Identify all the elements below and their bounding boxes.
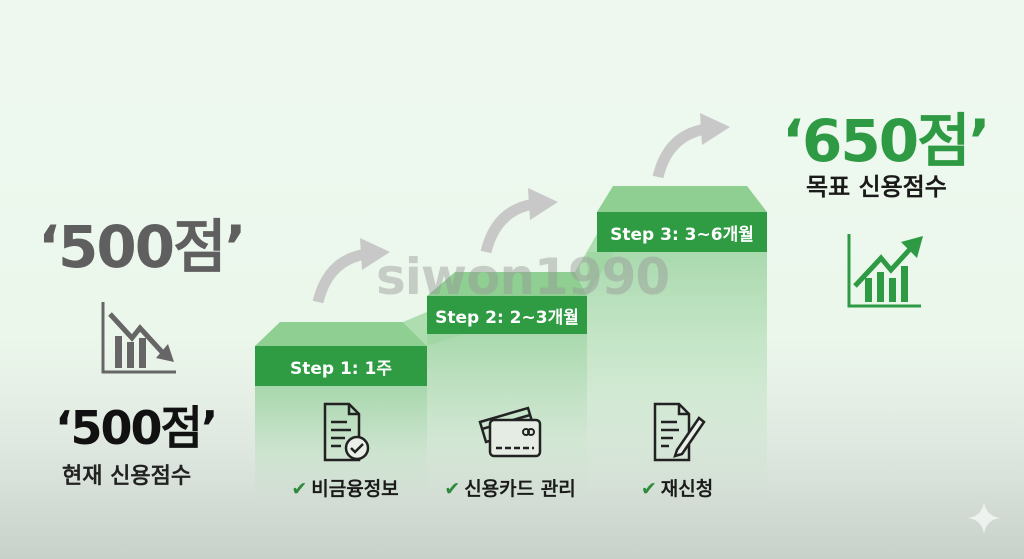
check-icon: ✔ bbox=[640, 478, 657, 500]
chart-up-icon bbox=[847, 234, 923, 308]
step-3-item: ✔재신청 bbox=[612, 402, 742, 501]
current-score-heading: ‘500점’ bbox=[38, 213, 246, 281]
document-pen-icon bbox=[653, 402, 706, 462]
check-icon: ✔ bbox=[444, 478, 461, 500]
step-2-item-label: 신용카드 관리 bbox=[464, 478, 576, 500]
credit-cards-icon bbox=[478, 406, 542, 458]
current-score-label: 현재 신용점수 bbox=[62, 464, 192, 489]
document-check-icon bbox=[323, 402, 370, 462]
chart-down-icon bbox=[101, 302, 176, 374]
step-3-item-label: 재신청 bbox=[660, 478, 714, 500]
target-score: ‘650점’ bbox=[782, 107, 990, 175]
step-2-label: Step 2: 2~3개월 bbox=[427, 296, 587, 334]
current-score: ‘500점’ bbox=[55, 401, 218, 455]
step-1-label: Step 1: 1주 bbox=[255, 346, 427, 386]
step-1-item: ✔비금융정보 bbox=[275, 402, 415, 501]
arrow-icon bbox=[652, 113, 730, 179]
target-score-label: 목표 신용점수 bbox=[806, 173, 947, 201]
check-icon: ✔ bbox=[291, 478, 308, 500]
arrow-icon bbox=[312, 238, 390, 304]
watermark: siwon1990 bbox=[376, 248, 670, 306]
step-1-item-label: 비금융정보 bbox=[311, 478, 399, 500]
arrow-icon bbox=[480, 188, 558, 254]
step-2-item: ✔신용카드 관리 bbox=[430, 402, 590, 501]
sparkle-icon bbox=[968, 502, 1000, 534]
step-3-label: Step 3: 3~6개월 bbox=[597, 212, 767, 252]
step-3-column bbox=[587, 252, 767, 505]
